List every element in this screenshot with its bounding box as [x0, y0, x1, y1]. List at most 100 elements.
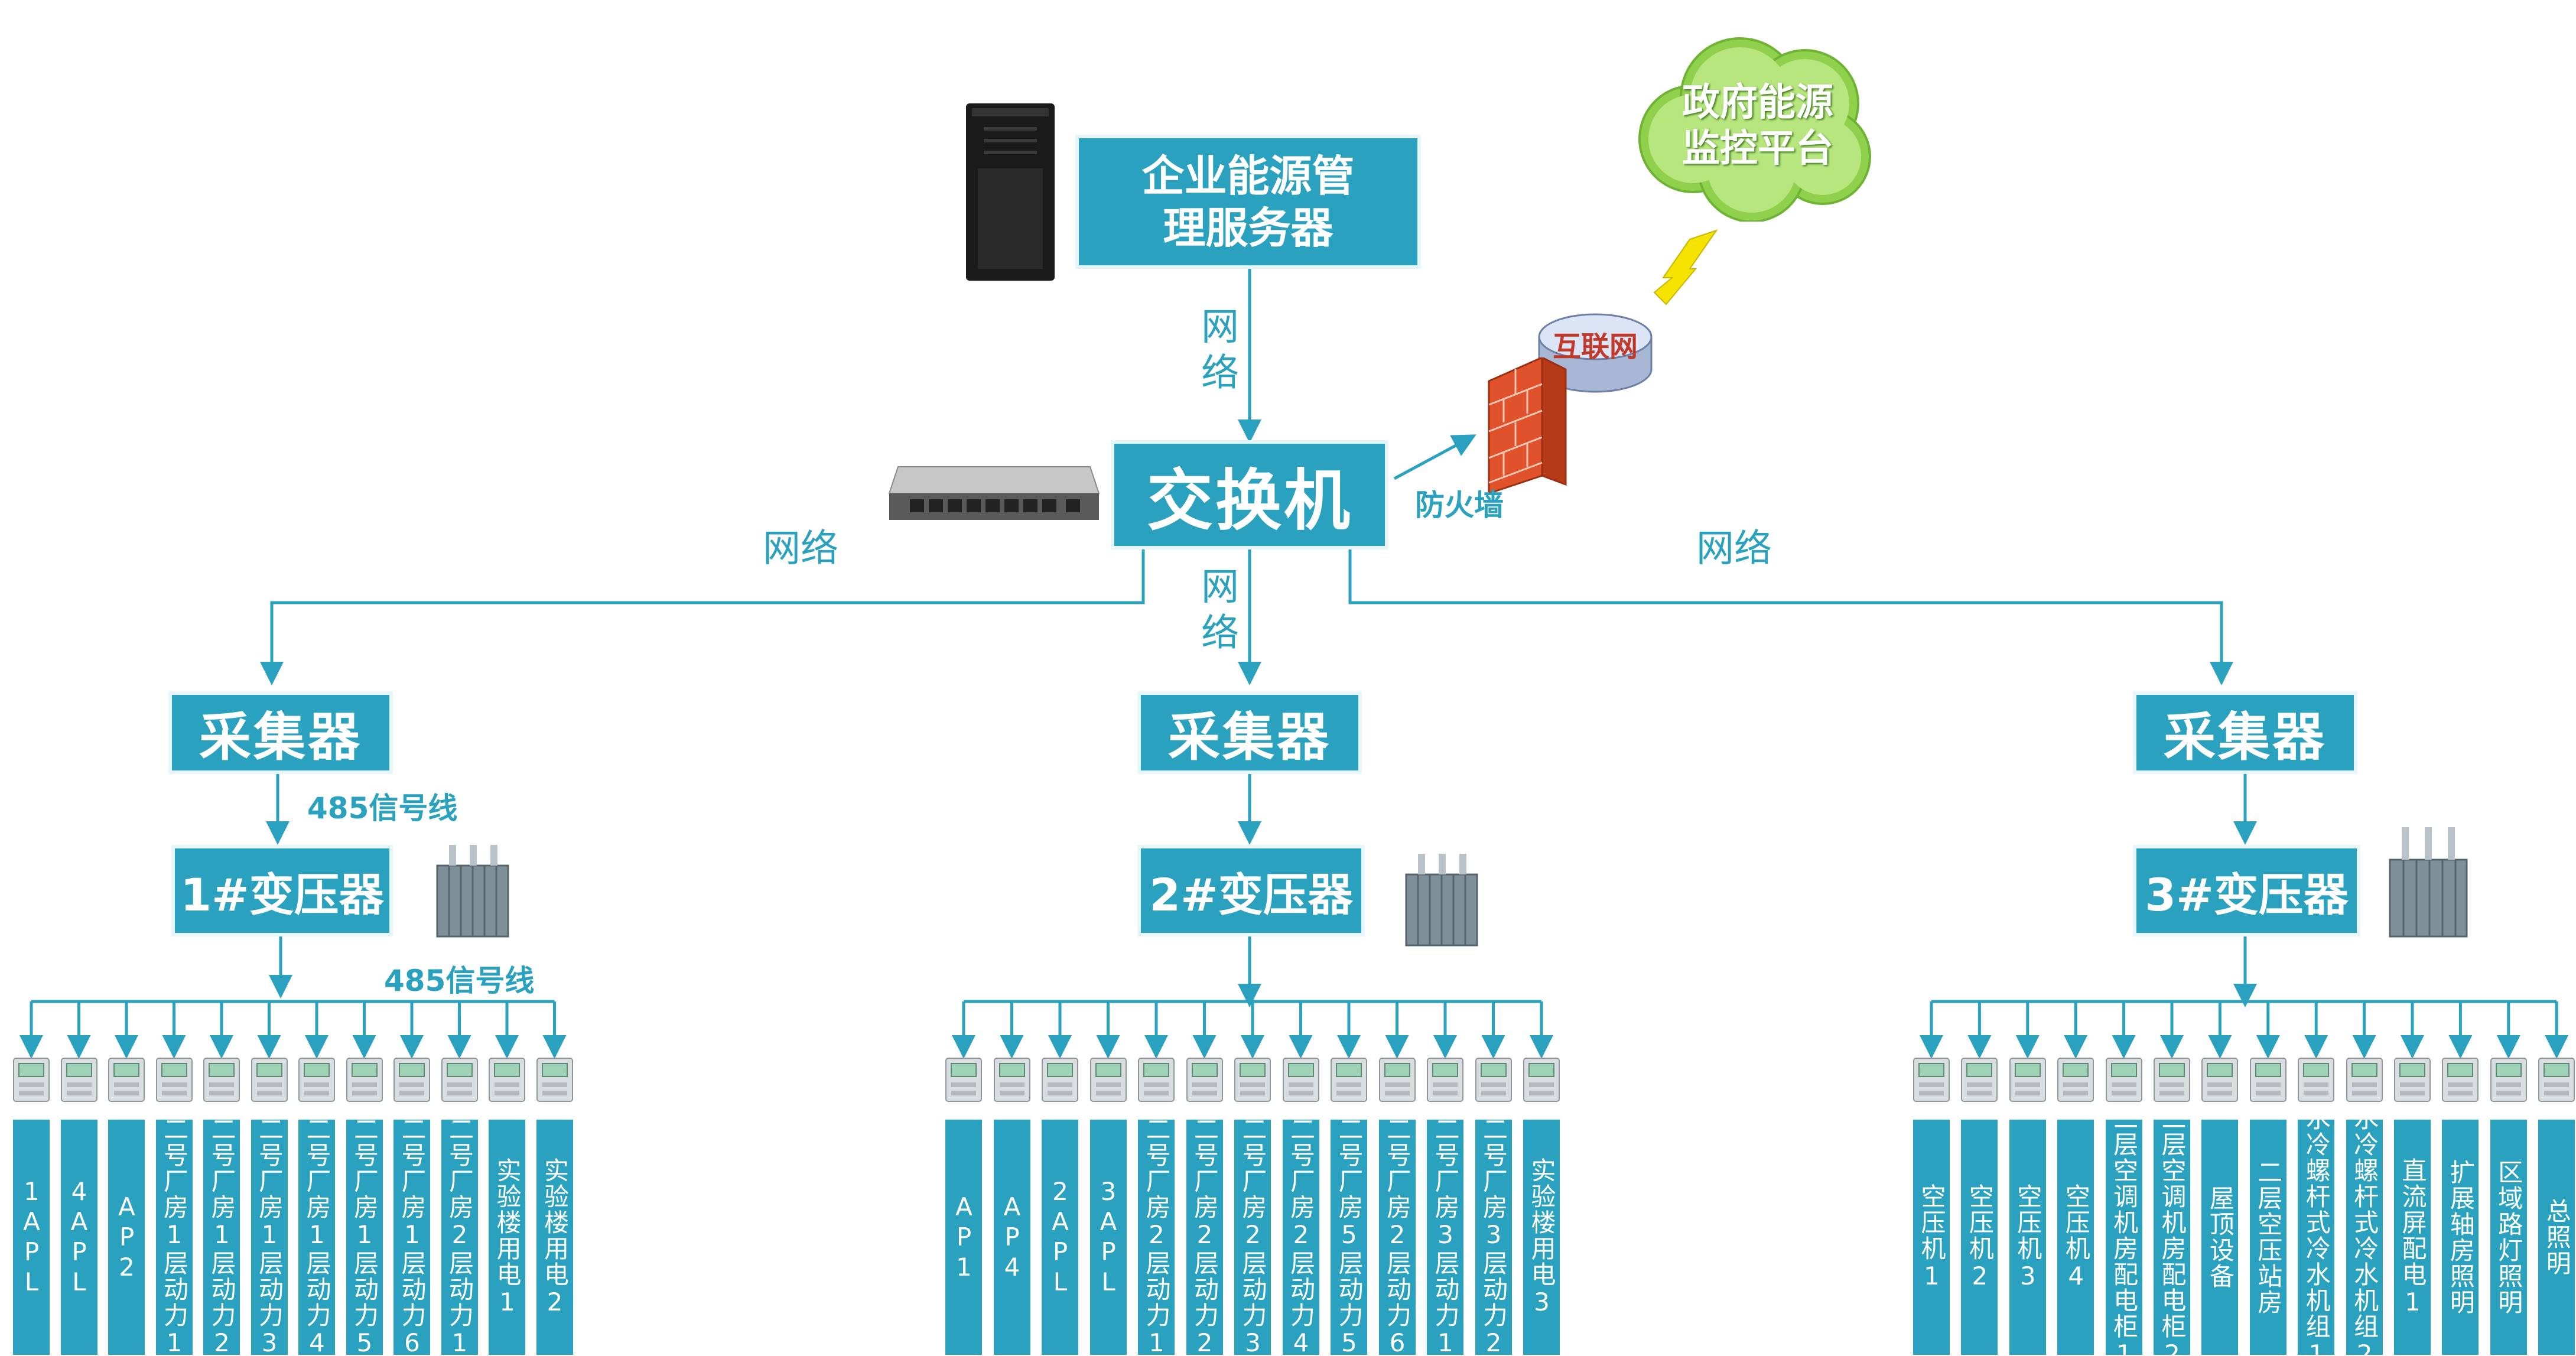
energy-meter-icon: [346, 1058, 383, 1102]
meter-label-column: 扩展轴房照明: [2442, 1120, 2479, 1355]
energy-meter-icon: [2490, 1058, 2527, 1102]
meter-label: 1APL: [17, 1177, 46, 1298]
energy-meter-icon: [1961, 1058, 1998, 1102]
meter-label: 二层空压站房: [2253, 1159, 2283, 1315]
lightning-bolt: [1653, 229, 1718, 305]
meter-label: 空压机2: [1965, 1183, 1995, 1292]
meter-label: 3APL: [1094, 1177, 1123, 1298]
cloud-label-line2: 监控平台: [1682, 127, 1833, 171]
cloud-label: 政府能源 监控平台: [1666, 80, 1849, 172]
collector-box-center: 采集器: [1137, 691, 1362, 774]
energy-meter-icon: [2057, 1058, 2094, 1102]
meter-label: 扩展轴房照明: [2446, 1159, 2476, 1315]
meter-label: 二号厂房2层动力6: [1383, 1116, 1412, 1356]
energy-meter-icon: [1378, 1058, 1416, 1102]
meter-label-column: 二号厂房2层动力3: [1234, 1116, 1271, 1356]
meter-label-column: 屋顶设备: [2201, 1120, 2239, 1355]
meter-label-column: 空压机3: [2009, 1120, 2046, 1355]
energy-meter-icon: [1282, 1058, 1319, 1102]
energy-meter-icon: [1913, 1058, 1950, 1102]
firewall-label: 防火墙: [1415, 488, 1504, 522]
energy-meter-icon: [1138, 1058, 1175, 1102]
meter-label-column: 实验楼用电1: [489, 1120, 525, 1355]
meter-label-column: 区域路灯照明: [2490, 1120, 2527, 1355]
network-label-top-char-2: 络: [1201, 352, 1239, 395]
cloud-label-line1: 政府能源: [1682, 81, 1833, 125]
energy-meter-icon: [60, 1058, 97, 1102]
energy-meter-icon: [2249, 1058, 2286, 1102]
switch-box: 交换机: [1111, 440, 1388, 549]
meter-label: 屋顶设备: [2206, 1185, 2235, 1289]
meter-label-column: 空压机4: [2057, 1120, 2094, 1355]
meter-label: 二号厂房1层动力5: [350, 1116, 379, 1356]
network-label-right: 网络: [1696, 527, 1772, 571]
firewall-icon: [1488, 357, 1567, 493]
meter-label-column: 二号厂房1层动力2: [203, 1116, 240, 1356]
meter-label-column: 二号厂房2层动力1: [441, 1116, 478, 1356]
meter-label: 实验楼用电1: [493, 1157, 522, 1318]
meter-label: 总照明: [2542, 1198, 2572, 1276]
energy-meter-icon: [1042, 1058, 1078, 1102]
meter-label-column: 水冷螺杆式冷水机组2: [2346, 1105, 2383, 1356]
transformer-icon-2: [1405, 854, 1478, 947]
meter-label-column: 直流屏配电1: [2394, 1120, 2431, 1355]
server-tower-icon: [966, 103, 1055, 281]
energy-meter-icon: [2442, 1058, 2479, 1102]
cloud-icon: [1638, 37, 1871, 222]
meter-label-column: 水冷螺杆式冷水机组1: [2298, 1105, 2335, 1356]
meter-label: 二号厂房1层动力2: [207, 1116, 236, 1356]
energy-meter-icon: [155, 1058, 193, 1102]
meter-label: 水冷螺杆式冷水机组2: [2350, 1105, 2379, 1356]
meter-label: 实验楼用电3: [1527, 1157, 1556, 1318]
meter-label-column: 二号厂房2层动力2: [1186, 1116, 1223, 1356]
meter-label-column: 二号厂房1层动力4: [298, 1116, 335, 1356]
energy-meter-icon: [2009, 1058, 2046, 1102]
meter-label: 4APL: [64, 1177, 94, 1298]
transformer-icon-1: [436, 845, 509, 938]
transformer-icon-3: [2389, 827, 2468, 938]
network-label-center-char-1: 网: [1201, 565, 1239, 609]
meter-label: 水冷螺杆式冷水机组1: [2302, 1105, 2331, 1356]
meter-label: 实验楼用电2: [540, 1157, 570, 1318]
meter-label-column: 二号厂房3层动力1: [1427, 1116, 1463, 1356]
meter-label: 空压机4: [2061, 1183, 2091, 1292]
energy-meter-icon: [393, 1058, 430, 1102]
meter-label: 二号厂房2层动力1: [1142, 1116, 1171, 1356]
meter-label-column: 二号厂房5层动力5: [1331, 1116, 1367, 1356]
meter-label-column: 1APL: [13, 1120, 50, 1355]
meter-label-column: 二层空压站房: [2249, 1120, 2286, 1355]
energy-meter-icon: [536, 1058, 573, 1102]
meter-label-column: 二层空调机房配电柜1: [2105, 1105, 2142, 1356]
meter-label-column: 二号厂房1层动力5: [346, 1116, 383, 1356]
energy-meter-icon: [251, 1058, 288, 1102]
meter-label-column: 二号厂房1层动力1: [155, 1116, 193, 1356]
energy-meter-icon: [945, 1058, 982, 1102]
energy-meter-icon: [13, 1058, 50, 1102]
energy-meter-icon: [1475, 1058, 1512, 1102]
energy-meter-icon: [298, 1058, 335, 1102]
meter-label: 二号厂房2层动力2: [1190, 1116, 1219, 1356]
meter-label-column: 空压机1: [1913, 1120, 1950, 1355]
meter-label: 二号厂房1层动力1: [160, 1116, 189, 1356]
network-label-left: 网络: [763, 527, 838, 571]
energy-meter-icon: [108, 1058, 145, 1102]
energy-meter-icon: [2298, 1058, 2335, 1102]
energy-meter-icon: [441, 1058, 478, 1102]
energy-meter-icon: [993, 1058, 1030, 1102]
energy-meter-icon: [2105, 1058, 2142, 1102]
internet-label: 互联网: [1552, 330, 1638, 363]
meter-label-column: AP1: [945, 1120, 982, 1355]
meter-label: 二号厂房3层动力2: [1479, 1116, 1508, 1356]
meter-label-column: 3APL: [1089, 1120, 1127, 1355]
signal-line-label-2: 485信号线: [384, 964, 535, 998]
transformer-box-2: 2#变压器: [1137, 845, 1365, 936]
energy-meter-icon: [1427, 1058, 1463, 1102]
transformer-box-1: 1#变压器: [171, 845, 393, 936]
energy-meter-icon: [1331, 1058, 1367, 1102]
collector-box-right: 采集器: [2133, 691, 2357, 774]
meter-label-column: 二号厂房2层动力6: [1378, 1116, 1416, 1356]
meter-label: AP2: [112, 1192, 141, 1283]
meter-label-column: 二层空调机房配电柜2: [2154, 1105, 2190, 1356]
